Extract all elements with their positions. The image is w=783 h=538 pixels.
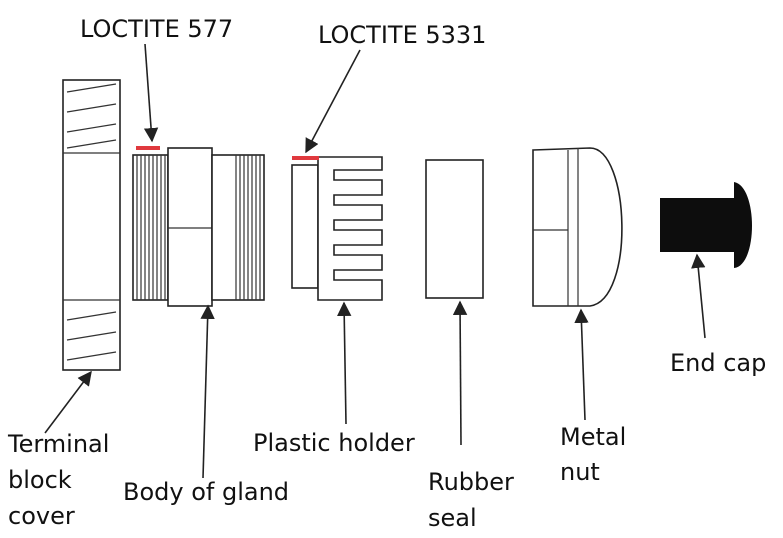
label-loctite-5331: LOCTITE 5331 — [318, 21, 486, 49]
end-cap-arrow — [691, 253, 706, 339]
rubber-seal-part — [425, 159, 484, 299]
label-end-cap: End cap — [670, 349, 766, 377]
terminal-block-cover-part — [62, 79, 121, 371]
metal-nut-arrow — [574, 308, 589, 421]
label-rubber-seal: Rubber seal — [428, 468, 522, 532]
label-terminal-block-cover: Terminal block cover — [7, 430, 117, 530]
rubber-seal-arrow — [452, 300, 468, 446]
loctite-577-mark — [136, 146, 160, 150]
label-terminal-line-3: cover — [8, 502, 75, 530]
loctite-5331-arrow — [305, 49, 361, 154]
terminal-block-cover-arrow — [44, 370, 92, 434]
body-of-gland-part — [132, 147, 265, 307]
plastic-holder-part — [291, 156, 383, 301]
body-of-gland-arrow — [200, 304, 215, 479]
label-plastic-holder: Plastic holder — [253, 429, 415, 457]
gland-right-threads — [239, 155, 261, 300]
label-loctite-577: LOCTITE 577 — [80, 15, 233, 43]
end-cap-part — [660, 182, 752, 268]
label-body-of-gland: Body of gland — [123, 478, 289, 506]
label-terminal-line-2: block — [8, 466, 72, 494]
metal-nut-part — [532, 147, 623, 307]
label-rubber-line-1: Rubber — [428, 468, 514, 496]
label-metal-line-1: Metal — [560, 423, 626, 451]
label-metal-nut: Metal nut — [560, 423, 634, 486]
loctite-577-arrow — [143, 43, 159, 143]
label-metal-line-2: nut — [560, 458, 600, 486]
label-terminal-line-1: Terminal — [7, 430, 109, 458]
label-rubber-line-2: seal — [428, 504, 477, 532]
gland-left-threads — [136, 155, 166, 300]
loctite-5331-mark — [292, 156, 319, 160]
plastic-holder-arrow — [337, 301, 352, 425]
